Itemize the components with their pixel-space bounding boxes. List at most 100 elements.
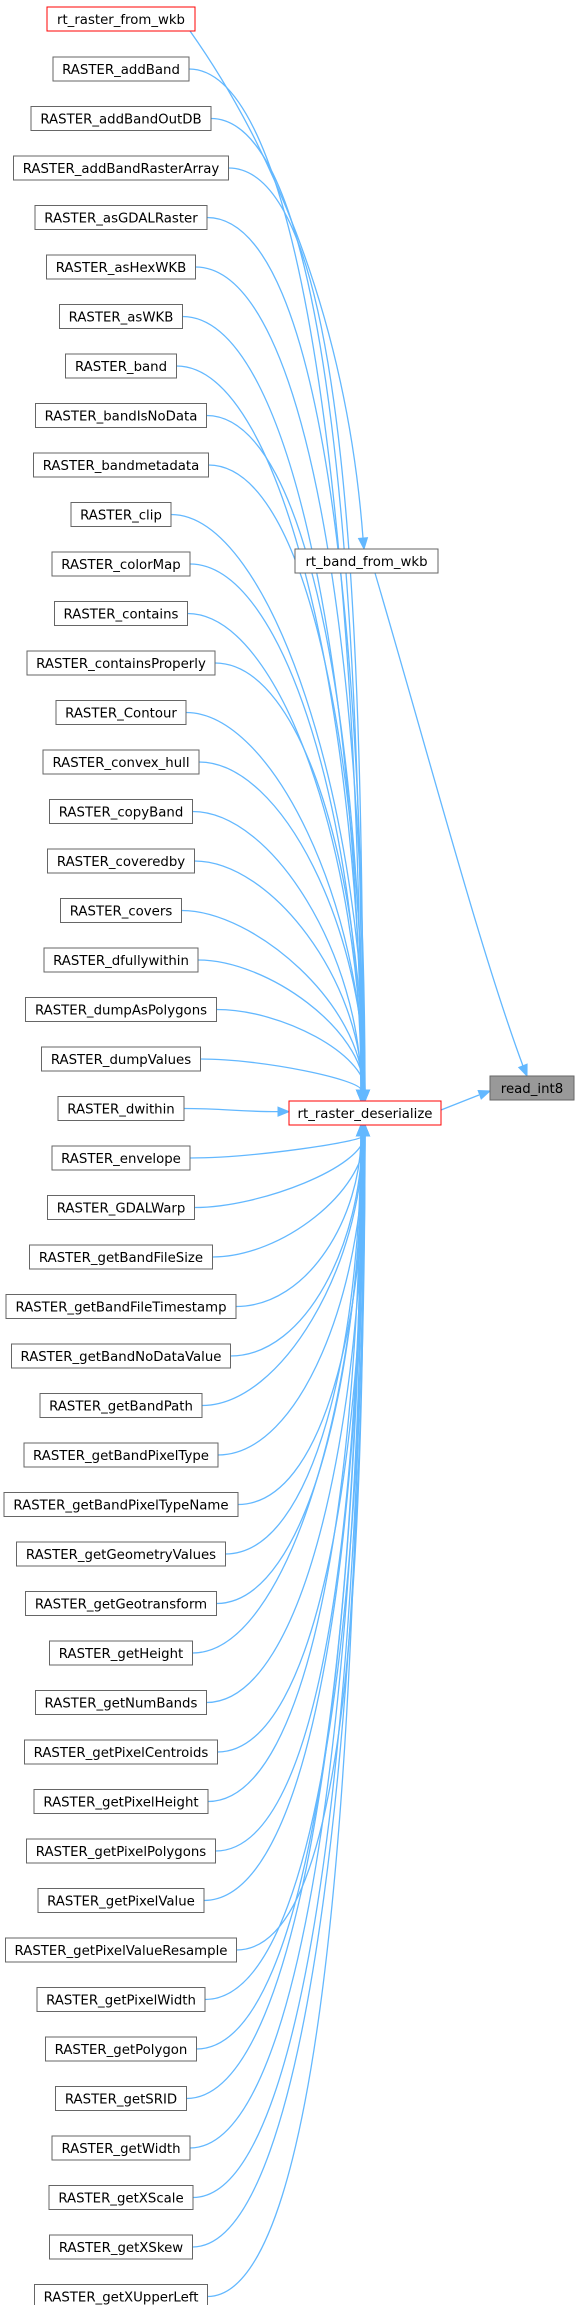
caller-node[interactable]: RASTER_addBand: [52, 56, 190, 82]
caller-node[interactable]: RASTER_getBandFileTimestamp: [5, 1294, 237, 1319]
edge-caller-to-deserialize: [228, 167, 364, 1091]
caller-node[interactable]: RASTER_Contour: [55, 700, 187, 725]
caller-label: RASTER_getXScale: [58, 2192, 183, 2207]
caller-node[interactable]: RASTER_convex_hull: [42, 749, 200, 775]
caller-node[interactable]: RASTER_getNumBands: [35, 1690, 207, 1715]
caller-node[interactable]: RASTER_asWKB: [59, 304, 183, 329]
edge-caller-to-deserialize: [192, 1135, 366, 2248]
caller-node[interactable]: RASTER_bandIsNoData: [35, 403, 207, 428]
caller-node[interactable]: RASTER_getPixelWidth: [36, 1987, 206, 2012]
edge-caller-to-deserialize: [192, 1135, 364, 1654]
caller-node[interactable]: RASTER_envelope: [51, 1145, 191, 1171]
caller-node[interactable]: RASTER_copyBand: [49, 799, 193, 824]
caller-node[interactable]: RASTER_contains: [54, 601, 188, 626]
edge-caller-to-deserialize: [200, 1058, 362, 1091]
caller-node[interactable]: RASTER_getPixelValue: [37, 1888, 205, 1913]
edge-caller-to-deserialize: [216, 1008, 366, 1091]
edge-caller-to-deserialize: [197, 959, 365, 1091]
caller-node[interactable]: RASTER_getXUpperLeft: [34, 2284, 208, 2305]
caller-label: RASTER_getHeight: [59, 1647, 183, 1662]
caller-label: RASTER_covers: [70, 905, 173, 920]
edge-caller-to-deserialize: [206, 1135, 365, 1704]
caller-label: RASTER_getXUpperLeft: [44, 2291, 199, 2305]
caller-node[interactable]: RASTER_getBandFileSize: [29, 1244, 213, 1270]
node-rt-raster-from-wkb[interactable]: rt_raster_from_wkb: [46, 6, 196, 32]
caller-label: RASTER_getPixelWidth: [46, 1994, 196, 2009]
caller-label: RASTER_colorMap: [61, 558, 180, 573]
caller-node[interactable]: RASTER_getWidth: [51, 2135, 191, 2161]
caller-label: RASTER_getBandFileSize: [39, 1251, 203, 1266]
caller-node[interactable]: RASTER_coveredby: [47, 848, 195, 874]
caller-node[interactable]: RASTER_getPixelCentroids: [24, 1739, 218, 1765]
caller-node[interactable]: RASTER_getBandPath: [39, 1393, 203, 1418]
caller-label: RASTER_getBandPath: [49, 1400, 193, 1415]
edge-caller-to-deserialize: [182, 315, 362, 1091]
node-read-int8[interactable]: read_int8: [489, 1075, 575, 1101]
caller-node[interactable]: RASTER_getPixelValueResample: [5, 1937, 237, 1963]
nodes-layer: rt_raster_from_wkb rt_band_from_wkb rt_r…: [3, 6, 575, 2305]
node-rt-raster-deserialize[interactable]: rt_raster_deserialize: [288, 1100, 442, 1126]
caller-node[interactable]: RASTER_getHeight: [49, 1640, 193, 1666]
caller-node[interactable]: RASTER_getPixelHeight: [33, 1789, 209, 1814]
caller-node[interactable]: RASTER_getPixelPolygons: [26, 1838, 216, 1864]
caller-label: RASTER_asGDALRaster: [44, 212, 198, 227]
caller-node[interactable]: RASTER_addBandOutDB: [30, 106, 212, 131]
caller-node[interactable]: RASTER_dwithin: [57, 1096, 185, 1121]
caller-node[interactable]: RASTER_getPolygon: [45, 2036, 197, 2062]
caller-node[interactable]: RASTER_getBandPixelType: [23, 1442, 219, 1468]
edge-caller-to-deserialize: [210, 117, 363, 1091]
edge-caller-to-deserialize: [214, 662, 364, 1091]
edge-caller-to-deserialize: [192, 1135, 365, 2199]
caller-node[interactable]: RASTER_band: [65, 353, 177, 379]
caller-node[interactable]: RASTER_containsProperly: [26, 650, 216, 676]
edge-caller-to-deserialize: [225, 1135, 362, 1555]
caller-label: RASTER_getGeotransform: [35, 1598, 207, 1613]
caller-label: RASTER_asHexWKB: [56, 261, 187, 276]
edge-caller-to-deserialize: [217, 1135, 365, 1456]
caller-label: RASTER_contains: [64, 608, 179, 623]
node-rt-band-from-wkb[interactable]: rt_band_from_wkb: [294, 548, 439, 574]
caller-node[interactable]: RASTER_asGDALRaster: [34, 205, 208, 230]
edge-arrowhead: [477, 1090, 492, 1100]
caller-label: RASTER_coveredby: [57, 855, 185, 870]
caller-node[interactable]: RASTER_getXSkew: [49, 2234, 193, 2260]
caller-node[interactable]: RASTER_GDALWarp: [47, 1195, 195, 1220]
caller-label: RASTER_getBandNoDataValue: [21, 1350, 222, 1365]
edge-caller-to-deserialize: [230, 1135, 363, 1357]
caller-label: RASTER_bandIsNoData: [45, 410, 198, 425]
caller-label: RASTER_bandmetadata: [43, 459, 200, 474]
caller-node[interactable]: RASTER_dfullywithin: [43, 947, 199, 973]
caller-label: RASTER_getBandPixelTypeName: [13, 1499, 228, 1514]
edge-caller-to-deserialize: [204, 1135, 366, 2001]
caller-node[interactable]: RASTER_getBandNoDataValue: [11, 1343, 231, 1369]
caller-node[interactable]: RASTER_colorMap: [51, 551, 191, 577]
caller-node[interactable]: RASTER_dumpAsPolygons: [25, 997, 217, 1022]
caller-node[interactable]: RASTER_covers: [60, 898, 182, 923]
edge-caller-to-deserialize: [216, 1135, 363, 1605]
caller-label: RASTER_addBandOutDB: [40, 113, 201, 128]
edge-caller-to-deserialize: [176, 365, 363, 1091]
caller-label: RASTER_getPixelCentroids: [34, 1746, 209, 1761]
edge-caller-to-deserialize: [183, 1107, 279, 1113]
edge-caller-to-deserialize: [212, 1135, 366, 1258]
caller-label: RASTER_asWKB: [69, 311, 174, 326]
caller-node[interactable]: RASTER_bandmetadata: [33, 452, 209, 478]
caller-node[interactable]: RASTER_clip: [70, 502, 172, 527]
caller-label: RASTER_getPixelPolygons: [36, 1845, 206, 1860]
edge-caller-to-deserialize: [188, 68, 362, 1091]
caller-node[interactable]: RASTER_getGeometryValues: [16, 1541, 226, 1567]
caller-label: RASTER_getBandPixelType: [33, 1449, 209, 1464]
edge-caller-to-deserialize: [189, 1135, 364, 1159]
caller-label: RASTER_getGeometryValues: [26, 1548, 216, 1563]
caller-node[interactable]: RASTER_dumpValues: [41, 1046, 201, 1072]
caller-node[interactable]: RASTER_getGeotransform: [25, 1591, 217, 1616]
edge-arrowhead: [277, 1106, 291, 1117]
edge-caller-to-deserialize: [196, 1135, 362, 2050]
caller-node[interactable]: RASTER_getSRID: [55, 2086, 187, 2111]
caller-node[interactable]: RASTER_getXScale: [48, 2185, 194, 2210]
caller-node[interactable]: RASTER_getBandPixelTypeName: [3, 1492, 239, 1517]
caller-label: RASTER_getSRID: [65, 2093, 177, 2108]
caller-node[interactable]: RASTER_addBandRasterArray: [13, 155, 229, 181]
caller-node[interactable]: RASTER_asHexWKB: [46, 254, 196, 280]
